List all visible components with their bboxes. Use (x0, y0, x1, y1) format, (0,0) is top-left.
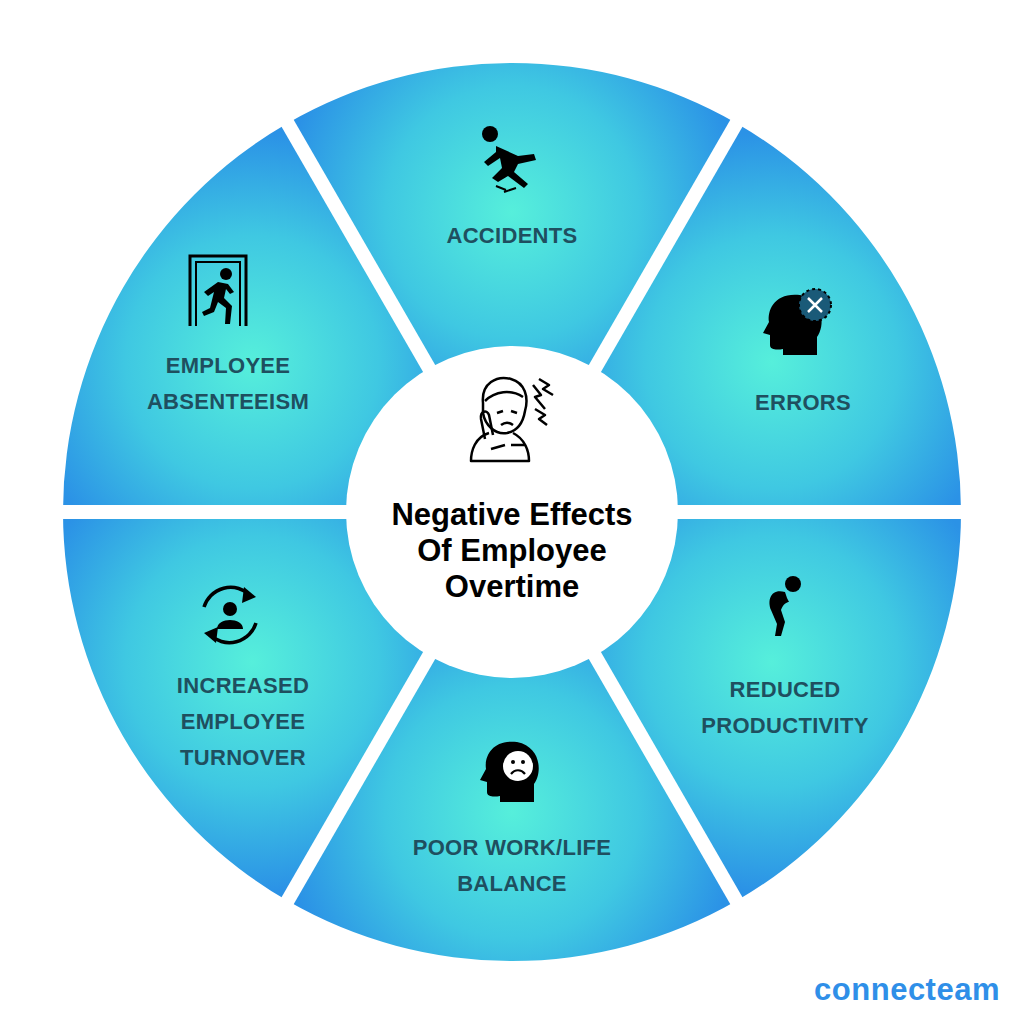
error-head-icon (763, 289, 831, 355)
turnover-icon (204, 587, 256, 643)
segment-label: ERRORS (703, 385, 903, 421)
segment-gap (590, 119, 740, 378)
center-circle (346, 346, 678, 678)
sad-head-icon (480, 742, 539, 802)
segment-label: INCREASED EMPLOYEE TURNOVER (161, 668, 326, 776)
segment-gap (590, 646, 740, 905)
segment-gap (285, 119, 435, 378)
door-exit-icon (190, 256, 246, 326)
segment-gap (667, 505, 966, 519)
segment-label: REDUCED PRODUCTIVITY (680, 672, 890, 744)
segment-label: EMPLOYEE ABSENTEEISM (136, 348, 321, 420)
segment-gap (58, 505, 357, 519)
tired-person-icon (770, 576, 801, 636)
diagram-title: Negative Effects Of Employee Overtime (377, 497, 647, 605)
stress-icon (471, 378, 553, 461)
segment-label: ACCIDENTS (392, 218, 632, 254)
brand-logo: connecteam (814, 972, 1000, 1008)
segment-label: POOR WORK/LIFE BALANCE (392, 830, 632, 902)
segment-gap (285, 646, 435, 905)
falling-person-icon (482, 126, 536, 192)
